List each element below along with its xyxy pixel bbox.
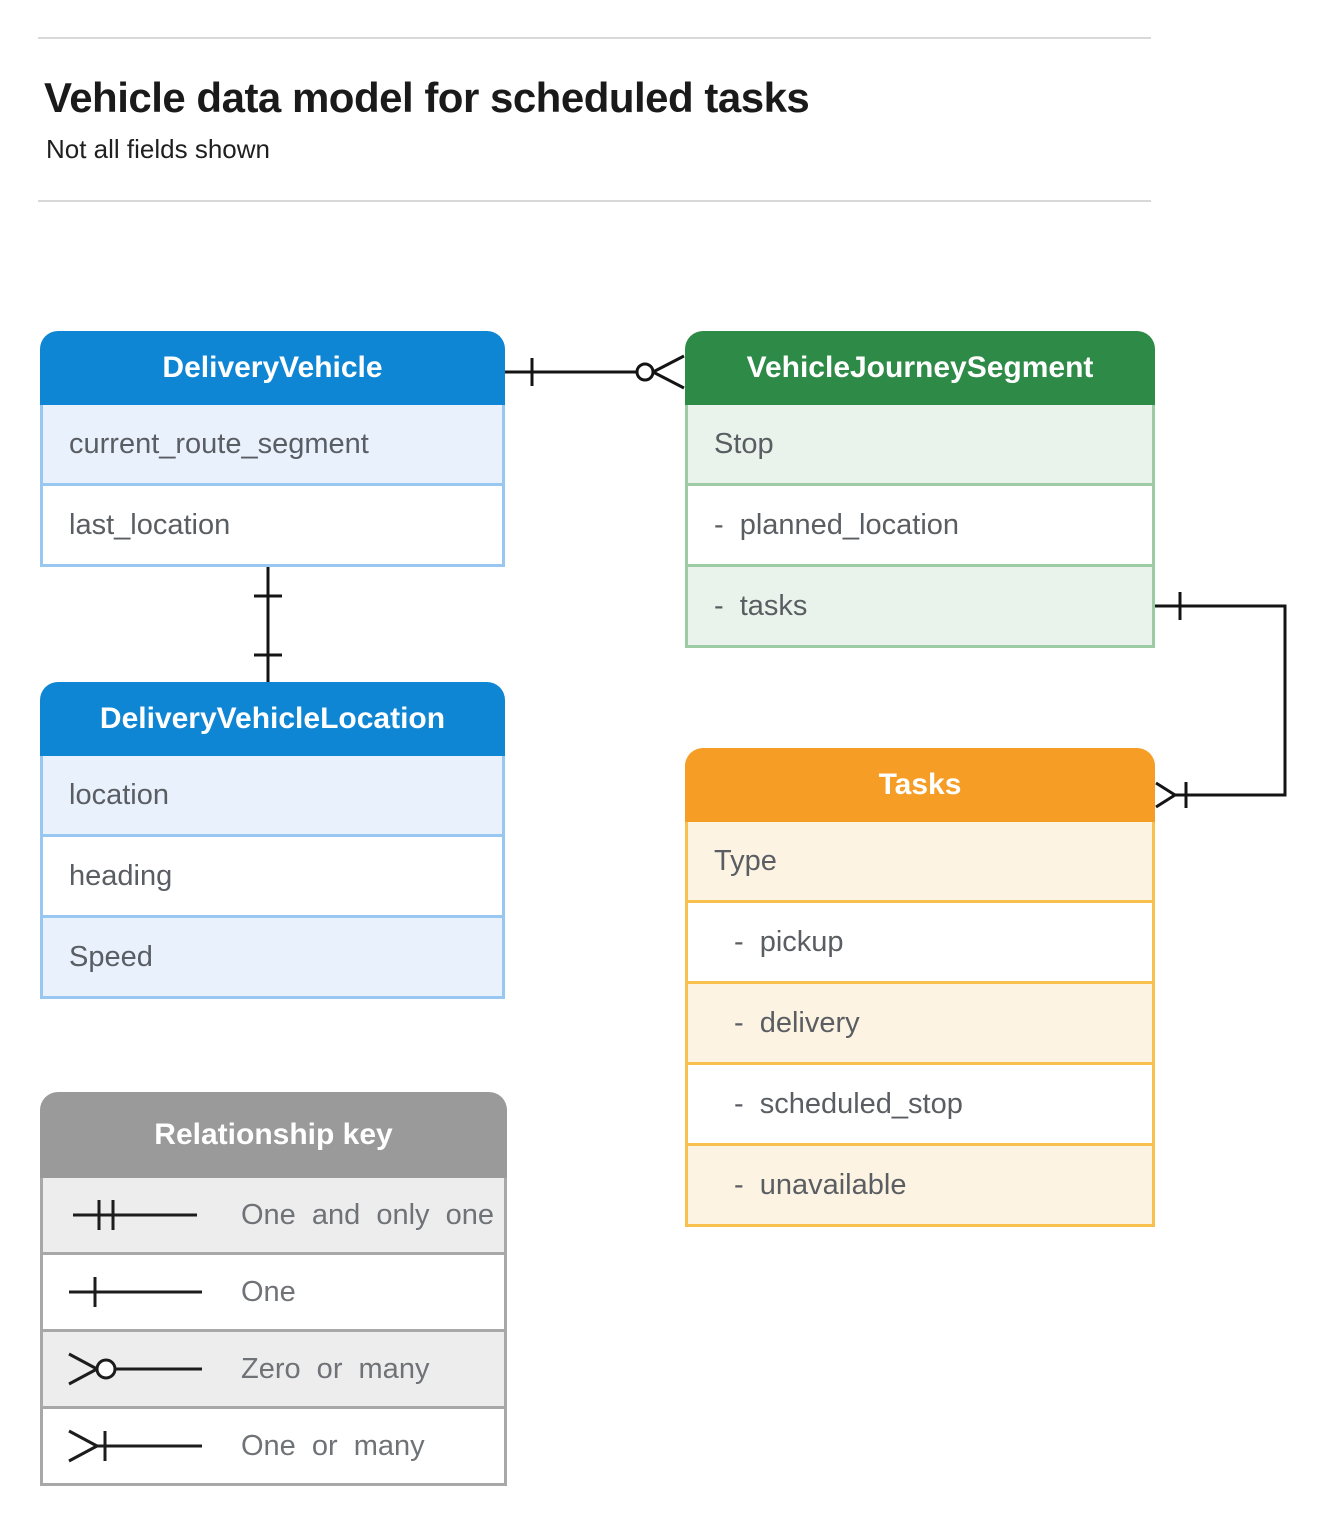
legend-item: One and only one [43, 1178, 504, 1252]
field-row: last_location [43, 483, 502, 564]
zero-circle [635, 362, 655, 382]
legend-label: Zero or many [241, 1352, 430, 1385]
field-row: - planned_location [688, 483, 1152, 564]
crow-foot-prong [1155, 781, 1176, 797]
legend-item: One or many [43, 1406, 504, 1483]
connector-deliveryvehicle-deliveryvehiclelocation [254, 567, 282, 682]
entity-body: current_route_segment last_location [40, 405, 505, 567]
relationship-key: Relationship key One and only one One [40, 1092, 507, 1486]
connector-deliveryvehicle-vehiclejourneysegment [505, 354, 685, 390]
entity-body: Stop - planned_location - tasks [685, 405, 1155, 648]
entity-delivery-vehicle: DeliveryVehicle current_route_segment la… [40, 331, 505, 567]
relationship-key-body: One and only one One Zero or many [40, 1178, 507, 1486]
field-row: Type [688, 822, 1152, 900]
field-row: - pickup [688, 900, 1152, 981]
one-or-many-icon [68, 1429, 202, 1463]
field-row: - unavailable [688, 1143, 1152, 1224]
entity-title: Tasks [685, 748, 1155, 822]
legend-item: Zero or many [43, 1329, 504, 1406]
entity-body: Type - pickup - delivery - scheduled_sto… [685, 822, 1155, 1227]
entity-title: VehicleJourneySegment [685, 331, 1155, 405]
legend-label: One [241, 1275, 296, 1308]
top-divider [38, 37, 1151, 39]
header-divider [38, 200, 1151, 202]
page-title: Vehicle data model for scheduled tasks [44, 74, 810, 121]
one-icon [69, 1277, 202, 1307]
crow-foot-prong [1155, 793, 1176, 809]
field-row: location [43, 756, 502, 834]
field-row: - tasks [688, 564, 1152, 645]
field-row: - delivery [688, 981, 1152, 1062]
entity-tasks: Tasks Type - pickup - delivery - schedul… [685, 748, 1155, 1227]
connector-vehiclejourneysegment-tasks [1155, 592, 1287, 809]
page-subtitle: Not all fields shown [46, 134, 270, 164]
field-row: - scheduled_stop [688, 1062, 1152, 1143]
entity-vehicle-journey-segment: VehicleJourneySegment Stop - planned_loc… [685, 331, 1155, 648]
entity-delivery-vehicle-location: DeliveryVehicleLocation location heading… [40, 682, 505, 999]
entity-title: DeliveryVehicleLocation [40, 682, 505, 756]
field-row: Speed [43, 915, 502, 996]
field-row: heading [43, 834, 502, 915]
entity-title: DeliveryVehicle [40, 331, 505, 405]
field-row: Stop [688, 405, 1152, 483]
field-row: current_route_segment [43, 405, 502, 483]
legend-item: One [43, 1252, 504, 1329]
relationship-key-title: Relationship key [40, 1092, 507, 1178]
legend-label: One and only one [241, 1198, 494, 1231]
entity-body: location heading Speed [40, 756, 505, 999]
crow-foot-prong [652, 370, 685, 390]
zero-or-many-icon [68, 1352, 202, 1386]
legend-label: One or many [241, 1429, 425, 1462]
one-and-only-one-icon [73, 1200, 197, 1230]
crow-foot-prong [652, 354, 685, 374]
